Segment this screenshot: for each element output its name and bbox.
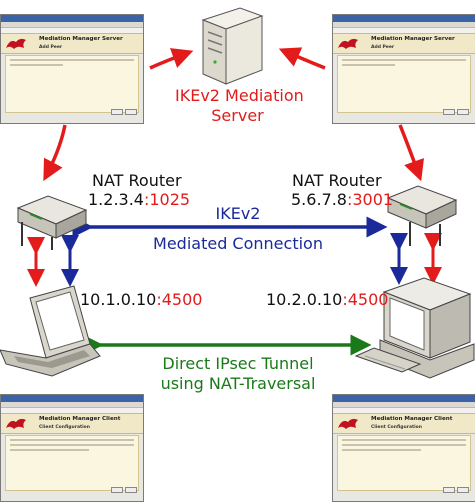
right-host-port: :4500 [342, 290, 389, 309]
window-title: Mediation Manager Client [39, 416, 121, 422]
right-router-label: NAT Router [292, 171, 382, 190]
strongswan-logo-icon [6, 418, 26, 429]
left-router-ip: 1.2.3.4 [88, 190, 144, 209]
left-nat-router-icon [16, 195, 88, 250]
left-router-address: 1.2.3.4:1025 [88, 190, 190, 209]
mediation-server-window-right: Mediation Manager Server Add Peer [332, 14, 475, 124]
window-subtitle: Client Configuration [39, 425, 90, 430]
strongswan-logo-icon [338, 38, 358, 49]
arrow-left-window-to-server [149, 48, 194, 70]
right-host-address: 10.2.0.10:4500 [266, 290, 388, 309]
right-router-port: :3001 [346, 190, 394, 209]
mediation-client-window-right: Mediation Manager Client Client Configur… [332, 394, 475, 502]
window-title: Mediation Manager Server [39, 36, 123, 42]
desktop-pc-icon [354, 277, 475, 379]
right-router-address: 5.6.7.8:3001 [291, 190, 393, 209]
laptop-icon [0, 285, 101, 377]
mediated-label-line2: Mediated Connection [153, 234, 323, 253]
right-host-ip: 10.2.0.10 [266, 290, 343, 309]
right-router-ip: 5.6.7.8 [291, 190, 347, 209]
window-subtitle: Client Configuration [371, 425, 422, 430]
strongswan-logo-icon [338, 418, 358, 429]
window-title: Mediation Manager Server [371, 36, 455, 42]
left-host-ip: 10.1.0.10 [80, 290, 157, 309]
left-host-port: :4500 [156, 290, 203, 309]
mediation-client-window-left: Mediation Manager Client Client Configur… [0, 394, 144, 502]
window-subtitle: Add Peer [371, 45, 395, 50]
mediated-label-line1: IKEv2 [215, 204, 261, 223]
arrow-left-window-to-router [43, 124, 67, 182]
server-icon [201, 7, 264, 85]
window-title: Mediation Manager Client [371, 416, 453, 422]
arrow-right-window-to-router [398, 124, 425, 182]
arrow-right-window-to-server [278, 47, 326, 70]
server-label-line1: IKEv2 Mediation [175, 86, 304, 105]
server-label-line2: Server [211, 106, 264, 125]
right-nat-router-icon [386, 185, 458, 246]
left-router-port: :1025 [143, 190, 191, 209]
strongswan-logo-icon [6, 38, 26, 49]
tunnel-label-line2: using NAT-Traversal [160, 374, 316, 393]
left-host-address: 10.1.0.10:4500 [80, 290, 202, 309]
mediation-server-window-left: Mediation Manager Server Add Peer [0, 14, 144, 124]
window-subtitle: Add Peer [39, 45, 63, 50]
tunnel-label-line1: Direct IPsec Tunnel [162, 354, 314, 373]
left-router-label: NAT Router [92, 171, 182, 190]
